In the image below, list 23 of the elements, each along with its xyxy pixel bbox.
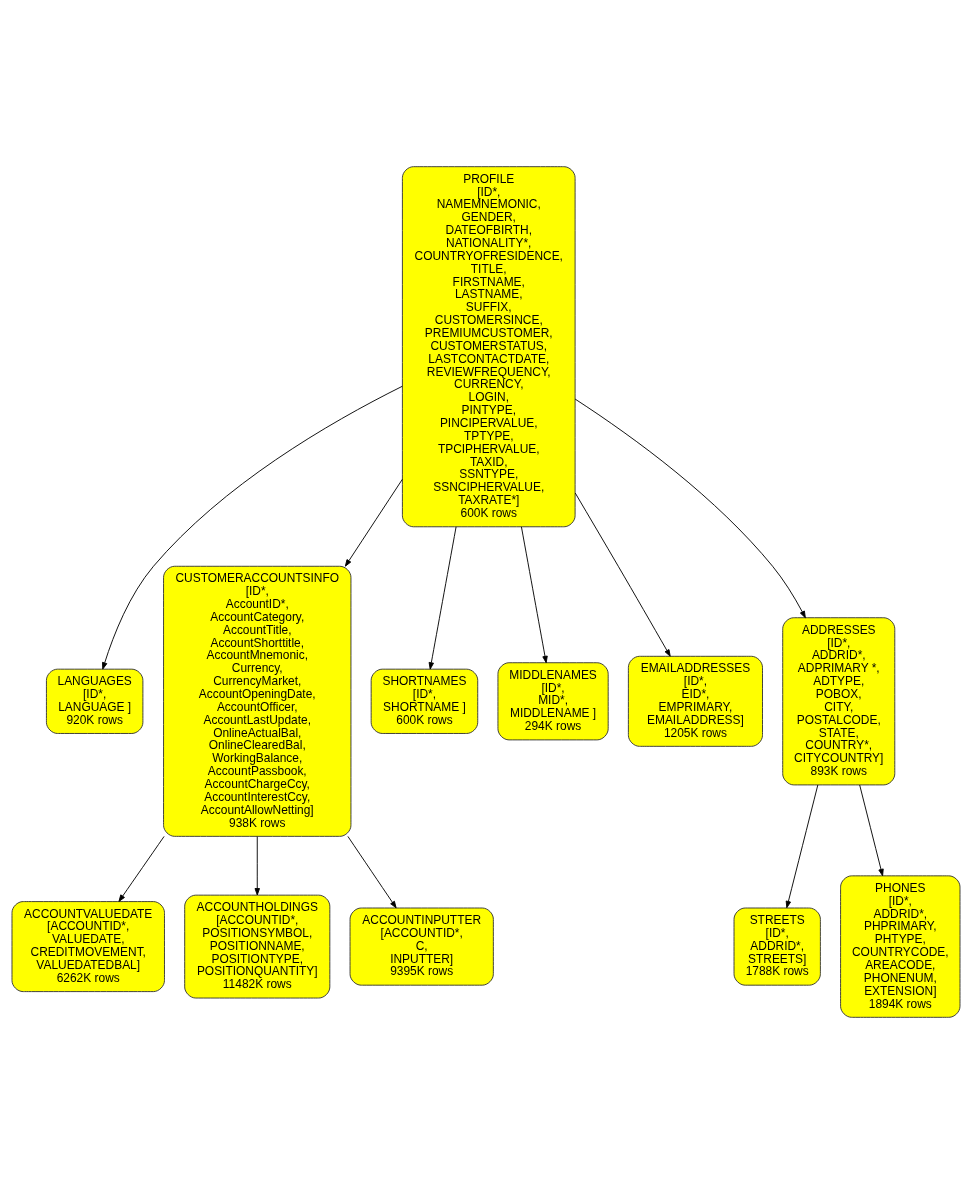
node-box: ACCOUNTINPUTTER [ACCOUNTID*, C, INPUTTER] 9395K rows [349, 907, 494, 986]
node-box: ACCOUNTHOLDINGS [ACCOUNTID*, POSITIONSYMBOL, POSITIONNAME, POSITIONTYPE, POSITIONQUANTITY] 11482K rows [184, 894, 331, 998]
node-box: MIDDLENAMES [ID*, MID*, MIDDLENAME ] 294K rows [497, 661, 609, 740]
arrow [254, 835, 260, 895]
node-box: CUSTOMERACCOUNTSINFO [ID*, AccountID*, AccountCategory, AccountTitle, AccountShorttitle, AccountMnemonic, Currency, CurrencyMarket, AccountOpeningDate, AccountOfficer, AccountLastUpdate, OnlineActualBal, OnlineClearedBal, WorkingBalance, AccountPassbook, AccountChargeCcy, AccountInterestCcy, AccountAllowNetting] 938K rows [163, 565, 352, 837]
node-box: STREETS [ID*, ADDRID*, STREETS] 1788K rows [733, 907, 821, 986]
node-box: PHONES [ID*, ADDRID*, PHPRIMARY, PHTYPE, COUNTRYCODE, AREACODE, PHONENUM, EXTENSION] 1894K rows [840, 874, 961, 1018]
arrow [118, 835, 165, 902]
node-box: EMAILADDRESSES [ID*, EID*, EMPRIMARY, EMAILADDRESS] 1205K rows [627, 655, 763, 747]
arrow [347, 835, 397, 908]
arrow [102, 385, 403, 670]
node-box: ADDRESSES [ID*, ADDRID*, ADPRIMARY *, ADTYPE, POBOX, CITY, POSTALCODE, STATE, COUNTRY*, CITYCOUNTRY] 893K rows [782, 616, 896, 785]
node-box: ACCOUNTVALUEDATE [ACCOUNTID*, VALUEDATE, CREDITMOVEMENT, VALUEDATEDBAL] 6262K rows [11, 900, 165, 992]
arrow [785, 784, 819, 908]
arrow [520, 525, 548, 663]
arrow [574, 398, 806, 618]
arrow [574, 492, 671, 657]
node-box: LANGUAGES [ID*, LANGUAGE ] 920K rows [46, 668, 144, 734]
arrow [344, 478, 403, 567]
arrow [428, 525, 457, 670]
arrow [859, 784, 884, 876]
node-box: PROFILE [ID*, NAMEMNEMONIC, GENDER, DATEOFBIRTH, NATIONALITY*, COUNTRYOFRESIDENCE, TITLE, FIRSTNAME, LASTNAME, SUFFIX, CUSTOMERSINCE, PREMIUMCUSTOMER, CUSTOMERSTATUS, LASTCONTACTDATE, REVIEWFREQUENCY, CURRENCY, LOGIN, PINTYPE, PINCIPERVALUE, TPTYPE, TPCIPHERVALUE, TAXID, SSNTYPE, SSNCIPHERVALUE, TAXRATE*] 600K rows [401, 165, 576, 527]
node-box: SHORTNAMES [ID*, SHORTNAME ] 600K rows [370, 668, 479, 734]
